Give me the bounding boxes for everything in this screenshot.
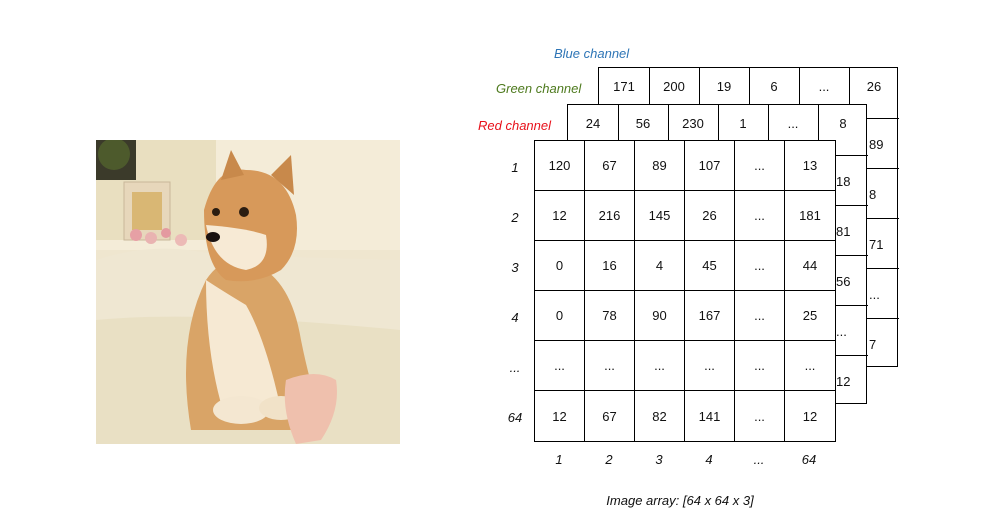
red-cell: ... [635,341,685,391]
red-cell: 0 [535,291,585,341]
red-cell: 0 [535,241,585,291]
col-label: ... [753,452,765,467]
col-label: 2 [605,452,613,467]
col-label: 3 [655,452,663,467]
blue-cell: 7 [869,336,877,352]
red-cell: 82 [635,391,685,441]
blue-cell: 26 [866,78,882,94]
row-label: 64 [507,410,523,425]
red-cell: 67 [585,391,635,441]
red-cell: 107 [685,141,735,191]
red-cell: ... [735,191,785,241]
green-cell: 8 [839,115,847,131]
red-cell: 16 [585,241,635,291]
col-label: 4 [705,452,713,467]
blue-cell: 6 [770,78,778,94]
green-cell: 81 [836,223,851,239]
red-cell: 78 [585,291,635,341]
red-cell: 216 [585,191,635,241]
red-cell: 13 [785,141,835,191]
col-label: 1 [555,452,563,467]
blue-cell: ... [869,286,880,302]
red-cell: 45 [685,241,735,291]
green-cell: 12 [836,373,851,389]
red-cell: 90 [635,291,685,341]
green-cell: ... [787,115,799,131]
red-cell: 145 [635,191,685,241]
row-label: ... [509,360,521,375]
blue-cell: 171 [613,78,635,94]
red-cell: 44 [785,241,835,291]
red-cell: 12 [802,408,818,424]
red-cell: 181 [785,191,835,241]
green-cell: 56 [836,273,851,289]
red-cell: 67 [585,141,635,191]
red-cell: 120 [535,141,585,191]
blue-channel-label: Blue channel [554,46,630,61]
dog-photo [96,140,400,444]
red-cell: ... [535,341,585,391]
red-cell: 89 [635,141,685,191]
red-cell: ... [735,291,785,341]
red-cell: ... [685,341,735,391]
row-label: 4 [511,310,519,325]
red-cell: ... [785,341,835,391]
blue-cell: 19 [716,78,732,94]
row-label: 1 [511,160,519,175]
red-cell: 12 [535,191,585,241]
red-channel-grid: 120 67 89 107 ... 13 12 216 145 26 ... 1… [535,141,835,441]
green-cell: 230 [682,115,704,131]
red-cell: ... [735,141,785,191]
blue-cell: 200 [663,78,685,94]
blue-cell: 89 [869,136,884,152]
green-cell: 18 [836,173,851,189]
red-channel-layer: 120 67 89 107 ... 13 12 216 145 26 ... 1… [534,140,836,442]
blue-cell: 8 [869,186,877,202]
red-cell: ... [735,341,785,391]
red-cell: 4 [635,241,685,291]
red-cell: ... [735,391,785,441]
red-channel-label: Red channel [478,118,551,133]
row-label: 2 [511,210,519,225]
green-channel-label: Green channel [496,81,582,96]
blue-cell: 71 [869,236,884,252]
red-cell: ... [735,241,785,291]
image-array-caption: Image array: [64 x 64 x 3] [606,493,754,508]
green-cell: 56 [635,115,651,131]
green-cell: 24 [585,115,601,131]
green-cell: 1 [739,115,747,131]
col-label: 64 [801,452,817,467]
red-cell: ... [585,341,635,391]
row-label: 3 [511,260,519,275]
red-cell: 12 [535,391,585,441]
red-cell: 141 [685,391,735,441]
green-cell: ... [836,323,847,339]
red-cell: 167 [685,291,735,341]
red-cell: 25 [785,291,835,341]
blue-cell: ... [818,78,830,94]
red-cell: 26 [685,191,735,241]
